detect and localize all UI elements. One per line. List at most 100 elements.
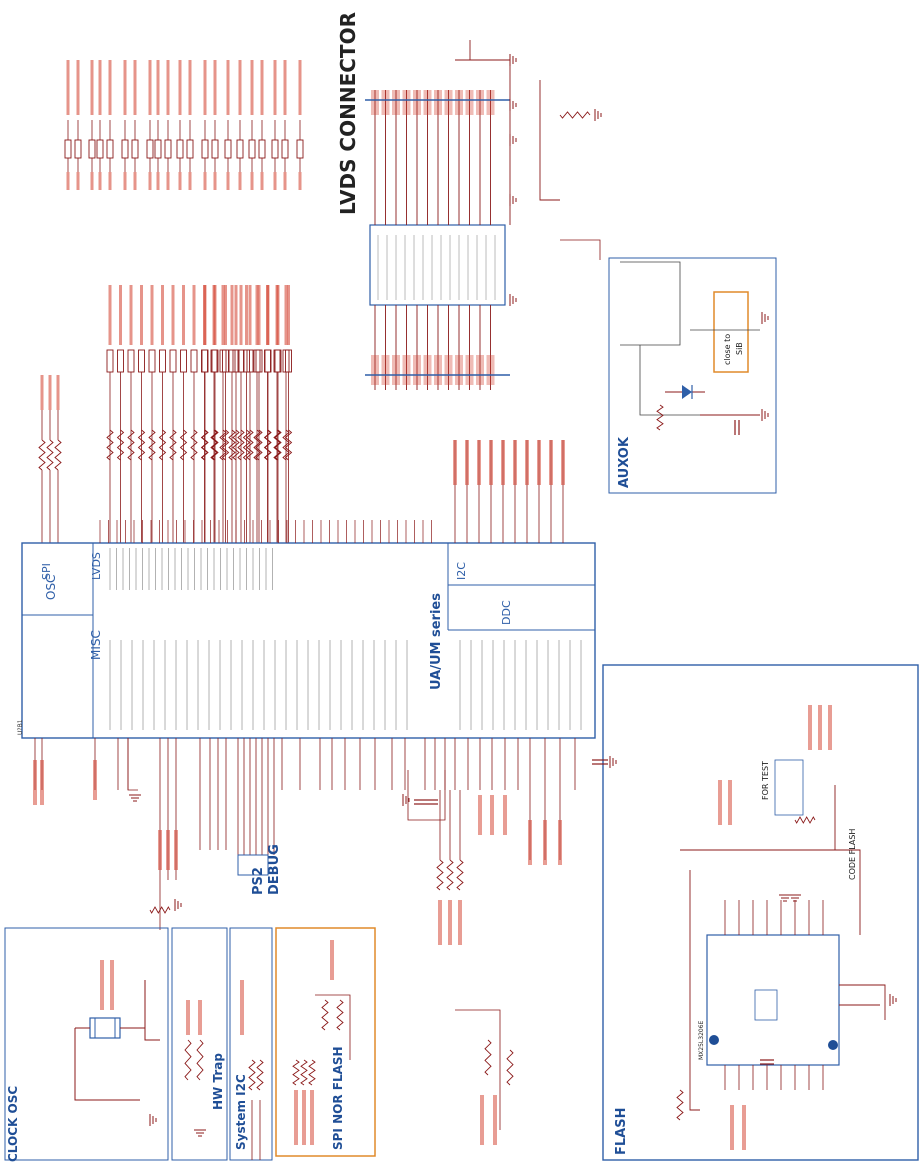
gnd-symbol <box>761 312 769 324</box>
net-label <box>203 60 207 115</box>
gnd-symbol <box>509 194 517 206</box>
net-label <box>158 830 162 870</box>
wire <box>455 1009 501 1130</box>
net-label <box>438 900 442 945</box>
gnd-symbol <box>509 294 517 306</box>
net-label <box>476 355 484 385</box>
net-label <box>275 285 279 345</box>
resistor <box>201 139 209 159</box>
resistor <box>296 139 304 159</box>
net-label <box>465 440 469 485</box>
resistor <box>74 139 82 159</box>
net-label <box>156 172 160 190</box>
net-label <box>423 355 432 385</box>
net-label <box>248 285 252 345</box>
net-label <box>525 440 529 485</box>
resistor <box>255 349 263 373</box>
net-label <box>198 1000 202 1035</box>
net-label <box>413 355 421 385</box>
net-label <box>108 172 112 190</box>
net-label <box>402 90 411 115</box>
net-label <box>413 90 421 115</box>
resistor <box>137 429 146 461</box>
capacitors <box>402 756 617 1145</box>
net-label <box>455 90 463 115</box>
resistor <box>180 349 187 373</box>
net-label <box>203 172 207 190</box>
resistor <box>219 429 227 461</box>
net-label <box>148 172 152 190</box>
resistor <box>148 429 156 461</box>
resistor <box>54 439 62 471</box>
net-label <box>402 355 411 385</box>
resistor <box>106 139 114 159</box>
net-label <box>480 1095 484 1145</box>
wire <box>680 849 861 935</box>
net-label <box>490 795 494 835</box>
resistor <box>285 349 292 373</box>
net-label <box>255 285 259 345</box>
net-label <box>250 172 254 190</box>
resistor <box>559 111 591 119</box>
resistor <box>253 349 261 373</box>
chip-pins-top <box>99 440 565 543</box>
net-label <box>486 355 495 385</box>
resistor <box>255 429 263 461</box>
resistor <box>282 429 290 461</box>
net-label <box>166 830 170 870</box>
chip-block-misc: MISC <box>89 630 103 660</box>
spi-nor-flash-title: SPI NOR FLASH <box>331 1046 345 1150</box>
resistor <box>38 439 46 471</box>
net-label <box>302 1090 306 1145</box>
resistor <box>292 1059 300 1086</box>
net-label <box>40 760 44 805</box>
net-label <box>478 795 482 835</box>
net-label <box>93 760 97 800</box>
net-label <box>266 285 270 345</box>
lvds-connector-body <box>369 224 506 306</box>
chip-pins-bottom <box>33 738 576 930</box>
resistor <box>169 349 177 373</box>
resistor <box>246 429 254 461</box>
chip-block-osc: OSC <box>44 575 58 600</box>
code-flash-part: MX25L3206E <box>698 1020 705 1060</box>
net-label <box>501 440 505 485</box>
resistor <box>446 859 454 891</box>
net-label <box>537 440 541 485</box>
resistor <box>127 349 135 373</box>
net-label <box>828 705 832 750</box>
net-label <box>226 60 230 115</box>
auxok-title: AUXOK <box>617 436 632 488</box>
resistor <box>211 429 219 461</box>
net-label <box>213 60 217 115</box>
net-label <box>240 980 244 1035</box>
gnd-symbol <box>509 134 517 146</box>
net-label <box>182 285 185 345</box>
wire <box>127 738 138 791</box>
net-label <box>283 172 287 190</box>
flash-frame <box>602 664 919 1161</box>
net-label <box>448 900 452 945</box>
net-label <box>453 440 457 485</box>
resistor <box>46 439 54 471</box>
net-label <box>234 285 238 345</box>
resistor <box>64 139 72 159</box>
net-label <box>444 355 453 385</box>
net-label <box>171 285 175 345</box>
resistor <box>106 349 114 373</box>
resistor <box>201 429 209 461</box>
wire <box>539 80 560 201</box>
net-label <box>392 90 400 115</box>
gnd-symbol <box>761 409 769 421</box>
net-label <box>123 172 127 190</box>
resistor <box>248 139 256 159</box>
net-label <box>298 172 302 190</box>
net-label <box>108 60 112 115</box>
net-label <box>178 60 182 115</box>
net-label <box>558 820 562 865</box>
net-label <box>186 1000 190 1035</box>
lvds-connector-title: LVDS CONNECTOR <box>336 12 360 215</box>
net-label <box>56 375 60 410</box>
net-label <box>287 285 290 345</box>
net-label <box>489 440 493 485</box>
